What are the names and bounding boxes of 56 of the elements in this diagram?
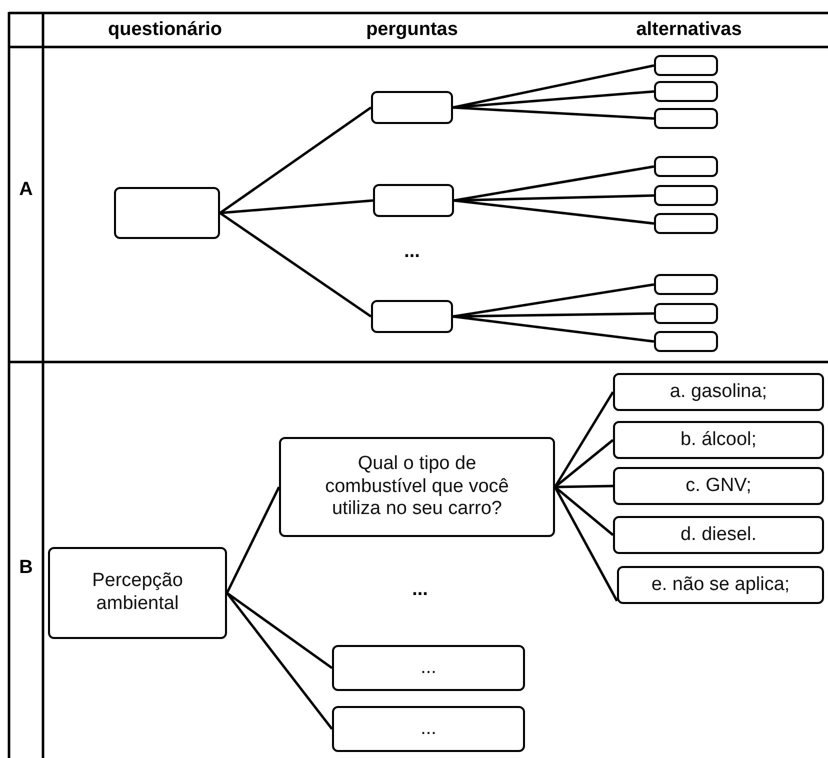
column-header: perguntas bbox=[366, 19, 458, 41]
row-label: A bbox=[19, 179, 33, 201]
ellipsis: ... bbox=[412, 579, 428, 601]
node-text: e. não se aplica; bbox=[650, 574, 791, 596]
question-box bbox=[332, 706, 525, 752]
empty-box bbox=[373, 184, 454, 217]
answer-option-box bbox=[613, 516, 824, 554]
connector-line bbox=[554, 486, 618, 602]
node-text: b. álcool; bbox=[679, 428, 758, 452]
answer-option-box bbox=[613, 467, 824, 505]
question-box bbox=[279, 437, 555, 537]
node-text: Percepção ambiental bbox=[91, 570, 184, 616]
answer-option-box bbox=[613, 373, 824, 411]
connector-line bbox=[452, 90, 654, 109]
connector-line bbox=[554, 486, 614, 536]
connector-line bbox=[452, 315, 654, 343]
question-box bbox=[332, 645, 525, 691]
empty-box bbox=[654, 185, 718, 206]
empty-box bbox=[654, 303, 718, 324]
connector-line bbox=[554, 439, 614, 488]
empty-box bbox=[371, 300, 453, 333]
connector-line bbox=[452, 64, 654, 109]
answer-option-box bbox=[613, 421, 824, 459]
column-header: questionário bbox=[108, 19, 222, 41]
node-text: ... bbox=[420, 718, 438, 740]
column-header: alternativas bbox=[636, 19, 742, 41]
node-text: d. diesel. bbox=[679, 524, 758, 546]
node-text: c. GNV; bbox=[684, 474, 752, 498]
empty-box bbox=[654, 55, 718, 76]
empty-box bbox=[654, 331, 718, 352]
connector-line bbox=[226, 592, 333, 730]
empty-box bbox=[654, 108, 718, 129]
connector-line bbox=[219, 106, 372, 214]
node-text: a. gasolina; bbox=[668, 380, 768, 404]
empty-box bbox=[654, 81, 718, 102]
connector-line bbox=[220, 199, 374, 214]
empty-box bbox=[114, 187, 220, 239]
connector-line bbox=[226, 592, 333, 670]
connector-line bbox=[554, 391, 614, 488]
connector-line bbox=[219, 212, 372, 318]
connector-line bbox=[452, 106, 654, 120]
empty-box bbox=[654, 156, 718, 177]
ellipsis: ... bbox=[404, 241, 420, 263]
questionnaire-box bbox=[48, 547, 227, 639]
empty-box bbox=[371, 91, 453, 124]
connector-line bbox=[454, 194, 654, 202]
connector-line bbox=[454, 199, 654, 225]
empty-box bbox=[654, 274, 718, 295]
connector-line bbox=[452, 312, 654, 318]
connector-line bbox=[554, 484, 614, 488]
empty-box bbox=[654, 213, 718, 234]
connector-line bbox=[226, 486, 280, 594]
node-text: Qual o tipo de combustível que você utiliza no seu carro? bbox=[324, 452, 510, 522]
node-text: ... bbox=[420, 656, 438, 680]
row-label: B bbox=[19, 557, 33, 579]
answer-option-box bbox=[617, 566, 824, 604]
